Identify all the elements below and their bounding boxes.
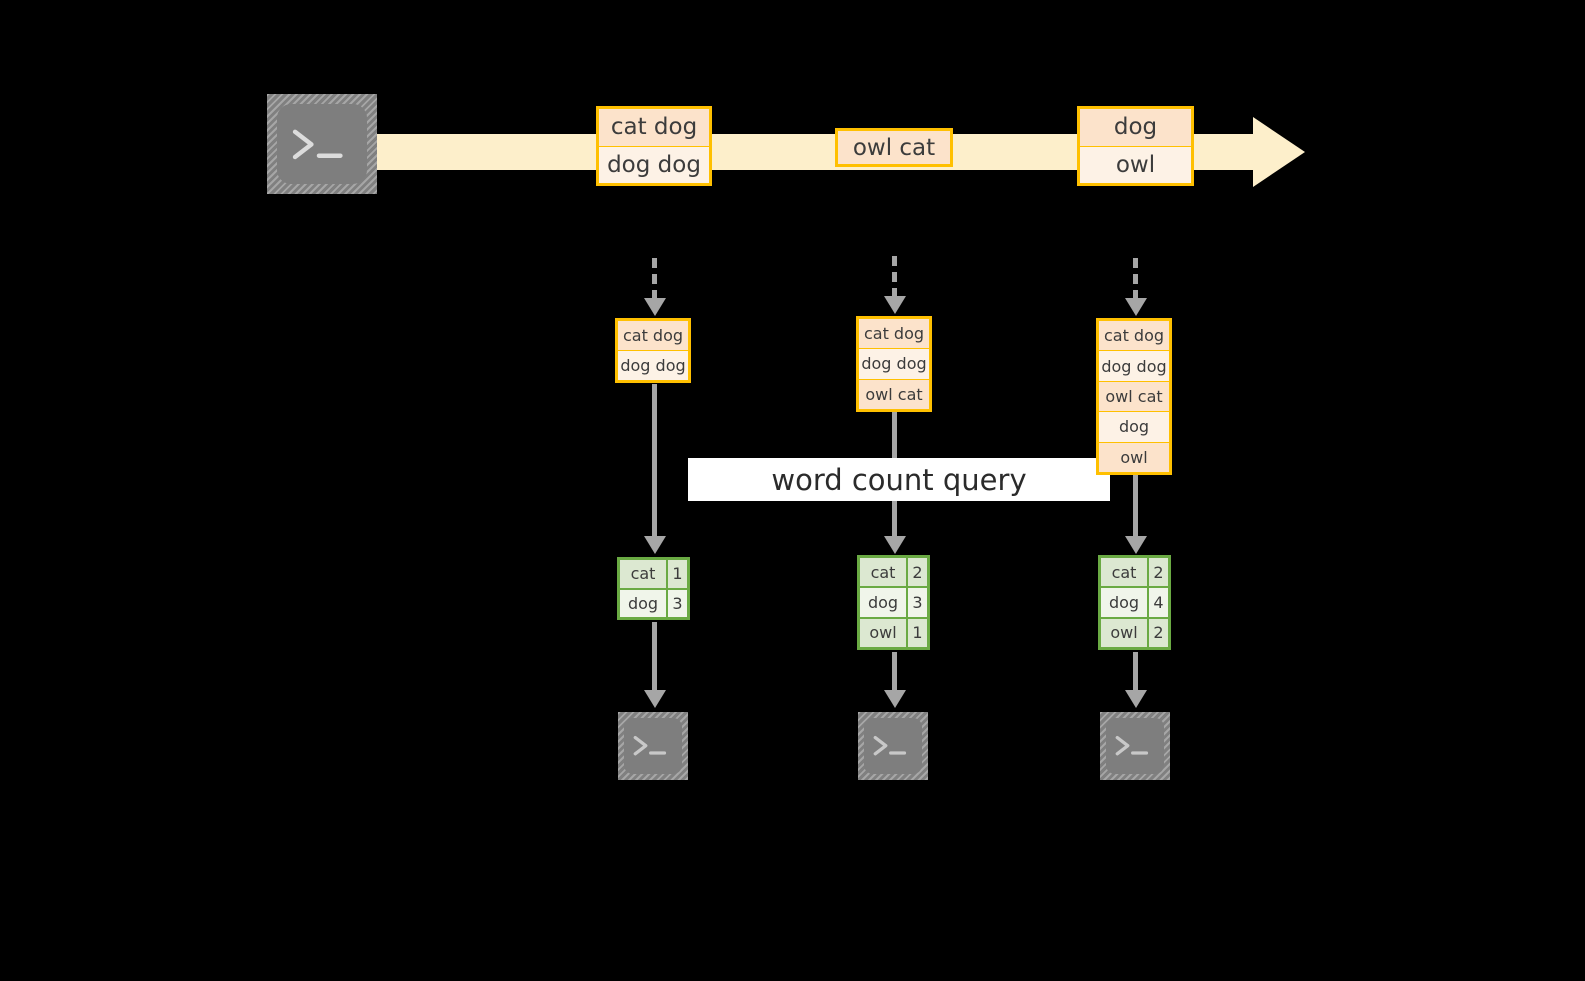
query-label-band: word count query xyxy=(688,458,1110,501)
result-count: 2 xyxy=(1149,558,1168,587)
snapshot-input-line: owl xyxy=(1099,442,1169,473)
snapshot-2-sink-terminal-icon[interactable] xyxy=(858,712,928,780)
snapshot-1-result-table[interactable]: cat 1 dog 3 xyxy=(617,557,690,620)
result-count: 4 xyxy=(1149,588,1168,617)
result-row: cat 2 xyxy=(1101,558,1168,589)
result-word: cat xyxy=(620,560,668,588)
snapshot-2-sink-arrowhead xyxy=(884,690,906,708)
result-count: 2 xyxy=(908,558,927,587)
terminal-prompt-icon xyxy=(872,730,913,761)
result-row: dog 4 xyxy=(1101,588,1168,619)
snapshot-3-sink-terminal-icon[interactable] xyxy=(1100,712,1170,780)
snapshot-1-query-arrowhead xyxy=(644,536,666,554)
snapshot-input-line: dog dog xyxy=(618,351,688,380)
snapshot-1-query-connector xyxy=(652,384,657,540)
snapshot-2-result-table[interactable]: cat 2 dog 3 owl 1 xyxy=(857,555,930,650)
result-row: owl 2 xyxy=(1101,618,1168,647)
snapshot-1-sink-arrowhead xyxy=(644,690,666,708)
result-word: owl xyxy=(1101,618,1149,647)
result-row: dog 3 xyxy=(620,589,687,617)
result-word: cat xyxy=(1101,558,1149,587)
stream-record-line: dog xyxy=(1080,109,1191,147)
snapshot-1-input-connector xyxy=(652,258,657,300)
result-word: dog xyxy=(620,589,668,617)
snapshot-1-sink-terminal-icon[interactable] xyxy=(618,712,688,780)
stream-record-line: cat dog xyxy=(599,109,709,147)
result-count: 2 xyxy=(1149,618,1168,647)
terminal-screen xyxy=(864,718,922,774)
snapshot-input-line: cat dog xyxy=(618,321,688,351)
terminal-screen xyxy=(624,718,682,774)
stream-record-line: owl xyxy=(1080,146,1191,183)
snapshot-1-sink-connector xyxy=(652,622,657,694)
stream-record-line: dog dog xyxy=(599,146,709,183)
snapshot-2-input-connector xyxy=(892,256,897,298)
stream-record-3[interactable]: dog owl xyxy=(1077,106,1194,186)
snapshot-2-query-arrowhead xyxy=(884,536,906,554)
result-word: dog xyxy=(860,588,908,617)
snapshot-2-input-stack[interactable]: cat dog dog dog owl cat xyxy=(856,316,932,412)
snapshot-input-line: owl cat xyxy=(859,379,929,409)
snapshot-1-input-stack[interactable]: cat dog dog dog xyxy=(615,318,691,383)
snapshot-3-input-arrowhead xyxy=(1125,298,1147,316)
snapshot-2-sink-connector xyxy=(892,652,897,694)
result-count: 3 xyxy=(668,589,687,617)
terminal-prompt-icon xyxy=(1114,730,1155,761)
snapshot-3-input-connector xyxy=(1133,258,1138,300)
snapshot-input-line: cat dog xyxy=(1099,321,1169,352)
terminal-screen xyxy=(1106,718,1164,774)
snapshot-3-input-stack[interactable]: cat dog dog dog owl cat dog owl xyxy=(1096,318,1172,475)
result-row: dog 3 xyxy=(860,588,927,619)
terminal-prompt-icon xyxy=(632,730,673,761)
snapshot-input-line: dog dog xyxy=(1099,351,1169,382)
snapshot-1-input-arrowhead xyxy=(644,298,666,316)
terminal-prompt-icon xyxy=(290,122,353,167)
stream-record-1[interactable]: cat dog dog dog xyxy=(596,106,712,186)
snapshot-2-input-arrowhead xyxy=(884,296,906,314)
snapshot-input-line: cat dog xyxy=(859,319,929,350)
result-row: cat 1 xyxy=(620,560,687,590)
source-terminal-icon[interactable] xyxy=(267,94,377,194)
snapshot-input-line: owl cat xyxy=(1099,381,1169,413)
query-label: word count query xyxy=(771,462,1027,497)
result-row: owl 1 xyxy=(860,618,927,647)
result-word: dog xyxy=(1101,588,1149,617)
snapshot-3-query-arrowhead xyxy=(1125,536,1147,554)
snapshot-input-line: dog dog xyxy=(859,349,929,380)
result-row: cat 2 xyxy=(860,558,927,589)
result-count: 3 xyxy=(908,588,927,617)
result-word: owl xyxy=(860,618,908,647)
stream-record-line: owl cat xyxy=(838,131,950,164)
snapshot-input-line: dog xyxy=(1099,412,1169,443)
snapshot-3-sink-connector xyxy=(1133,652,1138,694)
snapshot-3-result-table[interactable]: cat 2 dog 4 owl 2 xyxy=(1098,555,1171,650)
snapshot-3-query-connector xyxy=(1133,474,1138,540)
result-word: cat xyxy=(860,558,908,587)
result-count: 1 xyxy=(668,560,687,588)
terminal-screen xyxy=(277,104,367,184)
result-count: 1 xyxy=(908,618,927,647)
stream-record-2[interactable]: owl cat xyxy=(835,128,953,167)
snapshot-3-sink-arrowhead xyxy=(1125,690,1147,708)
stream-arrowhead xyxy=(1253,117,1305,187)
